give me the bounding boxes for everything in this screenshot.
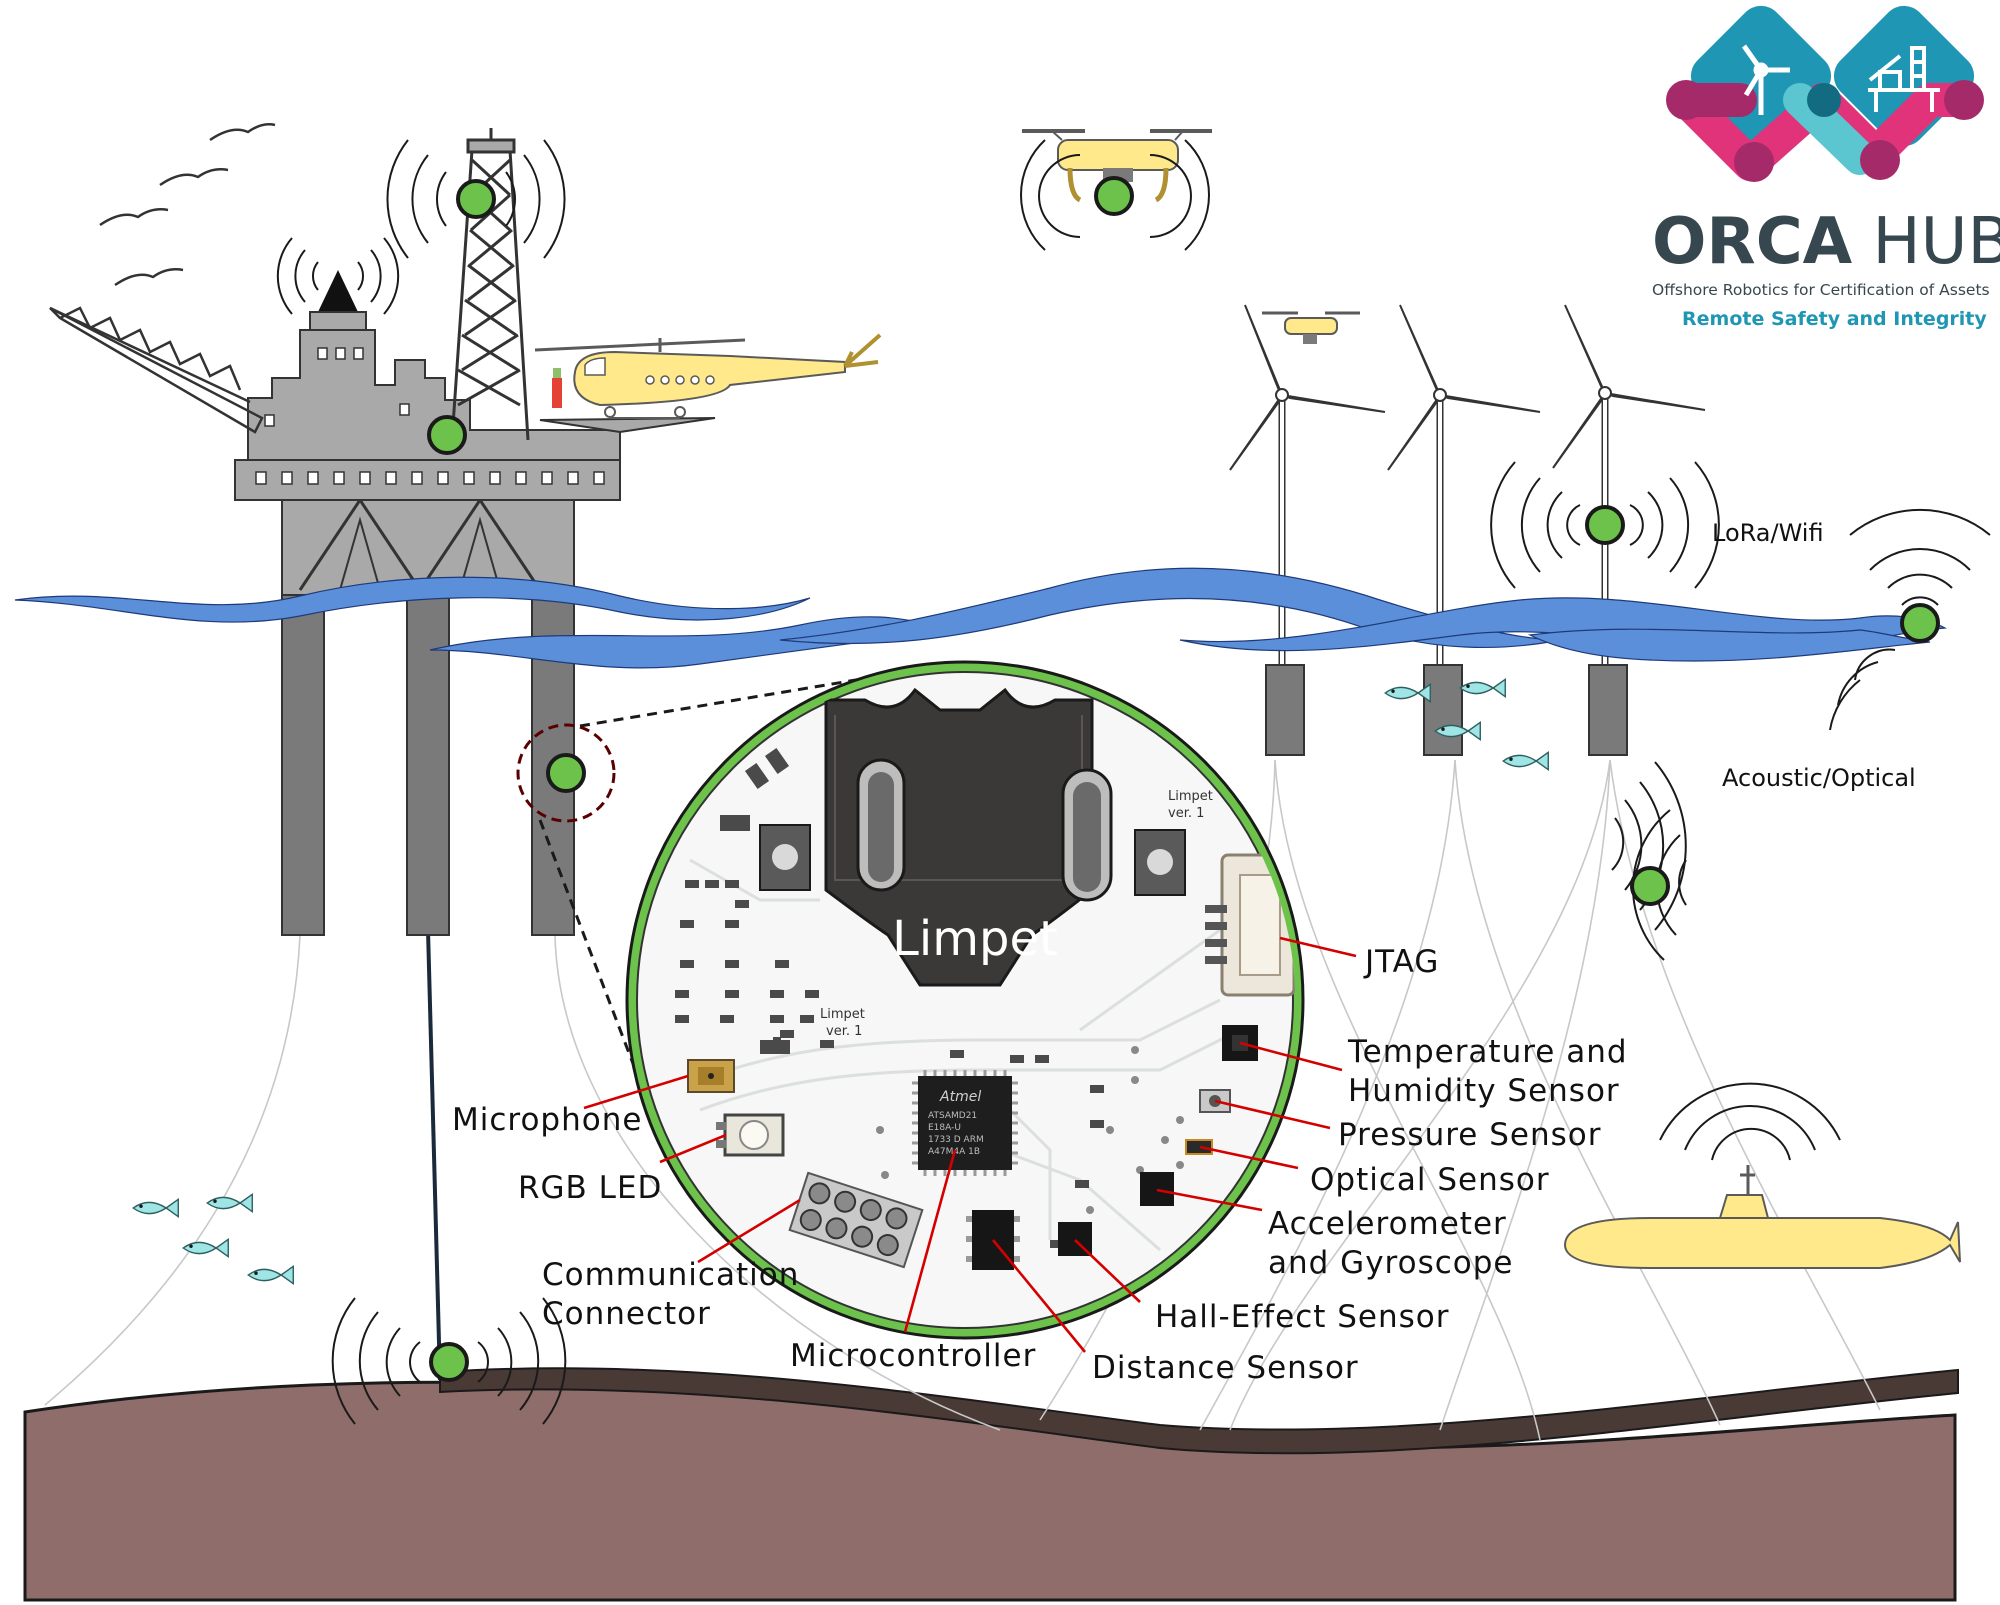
- callout-pressure-sensor: Pressure Sensor: [1338, 1117, 1601, 1153]
- callout-jtag: JTAG: [1363, 944, 1439, 980]
- drone-top: [1022, 129, 1212, 203]
- wind-turbines: [1229, 304, 1706, 756]
- callout-hall-effect: Hall-Effect Sensor: [1155, 1299, 1450, 1335]
- board-silk-version-2: ver. 1: [826, 1024, 862, 1039]
- callout-accelerometer-line1: Accelerometer: [1268, 1206, 1507, 1242]
- microcontroller-chip: Atmel ATSAMD21 E18A-U 1733 D ARM A47M4A …: [912, 1070, 1018, 1176]
- callout-leaders: [583, 936, 1357, 1353]
- communication-connector-pads: [788, 1171, 924, 1269]
- drone-small: [1262, 311, 1360, 344]
- logo-tagline: Remote Safety and Integrity: [1682, 308, 1987, 330]
- callout-optical-sensor: Optical Sensor: [1310, 1162, 1550, 1198]
- birds: [99, 123, 276, 287]
- label-acoustic-optical: Acoustic/Optical: [1722, 764, 1916, 792]
- callout-distance-sensor: Distance Sensor: [1092, 1350, 1359, 1386]
- sensor-node-derrick: [386, 139, 566, 259]
- limpet-board: Limpet ver. 1 Limpet ver. 1: [625, 660, 1305, 1340]
- callout-rgb-led: RGB LED: [518, 1170, 662, 1206]
- sensor-node-seabed: [331, 1297, 567, 1425]
- callout-temperature-line1: Temperature and: [1347, 1034, 1628, 1070]
- board-silk-name: Limpet: [1168, 789, 1213, 804]
- helicopter: [534, 333, 882, 419]
- callout-comm-connector-line2: Connector: [542, 1296, 711, 1332]
- logo-emblem: [1666, 5, 1984, 182]
- mooring-lines: [44, 759, 1881, 1441]
- accelerometer-gyroscope-chip: [1140, 1172, 1174, 1206]
- svg-text:E18A-U: E18A-U: [928, 1123, 961, 1133]
- logo-subtitle: Offshore Robotics for Certification of A…: [1652, 281, 1990, 299]
- sensor-node-drone: [1019, 139, 1211, 251]
- sensor-node-leg: [516, 723, 616, 823]
- svg-text:ATSAMD21: ATSAMD21: [928, 1111, 977, 1121]
- sensor-node-turbine: [1490, 461, 1720, 589]
- riser-cable: [426, 929, 442, 1381]
- sensor-node-submarine: [1659, 1082, 1841, 1161]
- callout-accelerometer-line2: and Gyroscope: [1268, 1245, 1514, 1281]
- svg-text:Atmel: Atmel: [939, 1089, 981, 1105]
- optical-sensor-chip: [1185, 1139, 1213, 1155]
- sensor-node-buoy: [1829, 508, 1991, 731]
- sea-surface: [14, 567, 1948, 669]
- oil-rig: [49, 128, 716, 936]
- pipeline: [439, 1367, 1959, 1455]
- label-lora-wifi: LoRa/Wifi: [1712, 519, 1824, 547]
- sensor-node-spire: [276, 237, 400, 315]
- logo-title: ORCA HUB: [1652, 205, 2000, 279]
- submarine: [1563, 1165, 1961, 1269]
- sensor-node-deck: [427, 415, 467, 455]
- zoom-lines: [538, 674, 881, 1096]
- sensor-node-underwater: [1611, 761, 1687, 961]
- orca-hub-logo: ORCA HUB Offshore Robotics for Certifica…: [1652, 5, 2000, 330]
- callout-temperature-line2: Humidity Sensor: [1348, 1073, 1620, 1109]
- callout-comm-connector-line1: Communication: [542, 1257, 799, 1293]
- board-silk-version: ver. 1: [1168, 806, 1204, 821]
- board-title: Limpet: [892, 911, 1058, 967]
- callout-microcontroller: Microcontroller: [790, 1338, 1036, 1374]
- callout-microphone: Microphone: [452, 1102, 642, 1138]
- board-silk-name-2: Limpet: [820, 1007, 865, 1022]
- svg-text:1733 D ARM: 1733 D ARM: [928, 1135, 984, 1145]
